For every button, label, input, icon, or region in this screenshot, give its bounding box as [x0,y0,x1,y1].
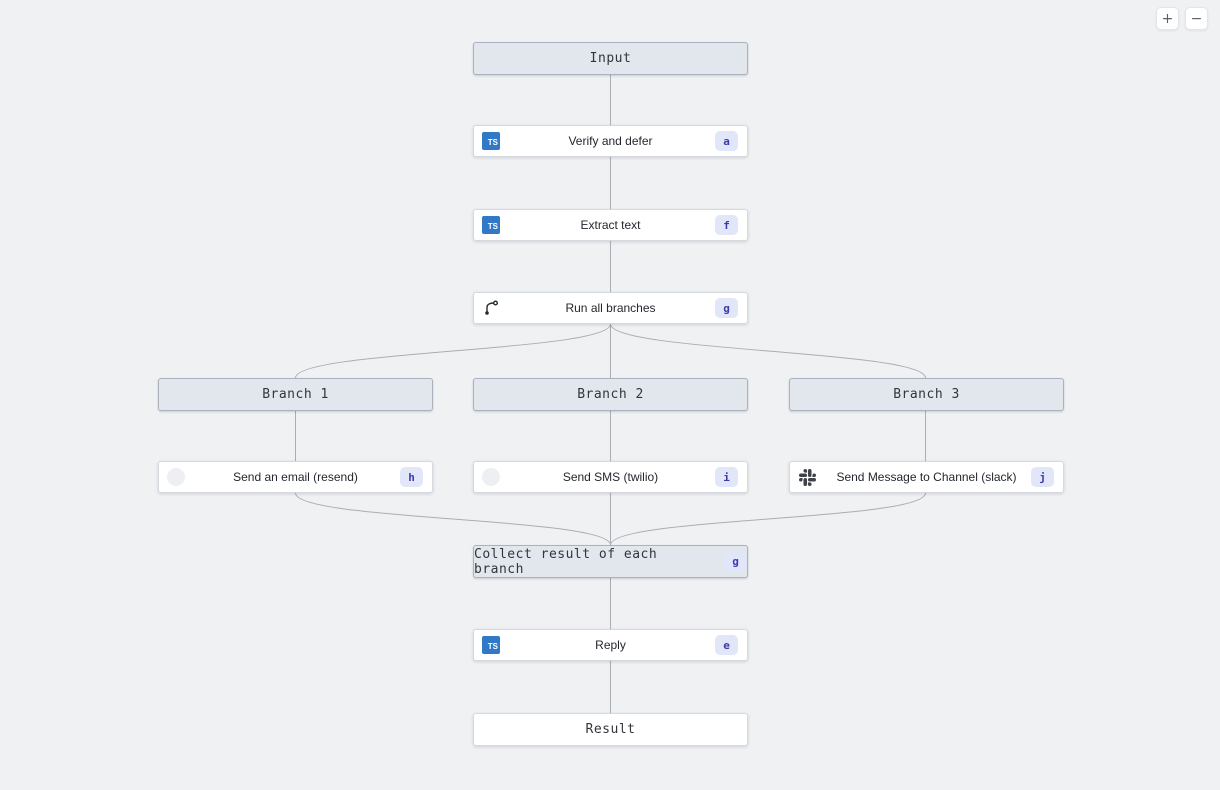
step-badge: h [400,467,423,487]
node-result-label: Result [585,722,636,737]
node-branch-3-label: Branch 3 [893,387,960,402]
node-branch-2[interactable]: Branch 2 [473,378,748,411]
typescript-icon: TS [482,636,500,654]
zoom-out-button[interactable]: − [1185,7,1208,30]
step-badge: a [715,131,738,151]
node-send-email-resend[interactable]: Send an email (resend) h [158,461,433,493]
step-badge: i [715,467,738,487]
node-send-sms-twilio-label: Send SMS (twilio) [562,470,659,484]
node-input[interactable]: Input [473,42,748,75]
node-reply[interactable]: TS Reply e [473,629,748,661]
step-badge: j [1031,467,1054,487]
node-send-sms-twilio[interactable]: Send SMS (twilio) i [473,461,748,493]
node-input-label: Input [589,51,632,66]
node-collect-result-label: Collect result of each branch [474,546,658,577]
node-run-all-branches-label: Run all branches [565,301,656,315]
step-badge: e [715,635,738,655]
node-branch-3[interactable]: Branch 3 [789,378,1064,411]
typescript-icon: TS [482,216,500,234]
node-extract-text-label: Extract text [580,218,641,232]
typescript-icon: TS [482,132,500,150]
node-verify-and-defer-label: Verify and defer [568,134,653,148]
node-collect-result[interactable]: Collect result of each branch g [473,545,748,578]
twilio-icon [482,468,500,486]
step-badge: g [724,551,747,572]
node-run-all-branches[interactable]: Run all branches g [473,292,748,324]
node-branch-1[interactable]: Branch 1 [158,378,433,411]
zoom-in-button[interactable]: + [1156,7,1179,30]
typescript-icon-letters: TS [487,222,498,231]
branch-icon [482,299,500,317]
step-badge: f [715,215,738,235]
node-reply-label: Reply [595,638,626,652]
node-send-message-slack-label: Send Message to Channel (slack) [836,470,1017,484]
node-extract-text[interactable]: TS Extract text f [473,209,748,241]
node-send-message-slack[interactable]: Send Message to Channel (slack) j [789,461,1064,493]
canvas-zoom-controls: + − [1156,7,1208,30]
typescript-icon-letters: TS [487,642,498,651]
typescript-icon-letters: TS [487,138,498,147]
node-verify-and-defer[interactable]: TS Verify and defer a [473,125,748,157]
node-branch-2-label: Branch 2 [577,387,644,402]
resend-icon [167,468,185,486]
node-result[interactable]: Result [473,713,748,746]
node-branch-1-label: Branch 1 [262,387,329,402]
step-badge: g [715,298,738,318]
node-send-email-resend-label: Send an email (resend) [233,470,358,484]
